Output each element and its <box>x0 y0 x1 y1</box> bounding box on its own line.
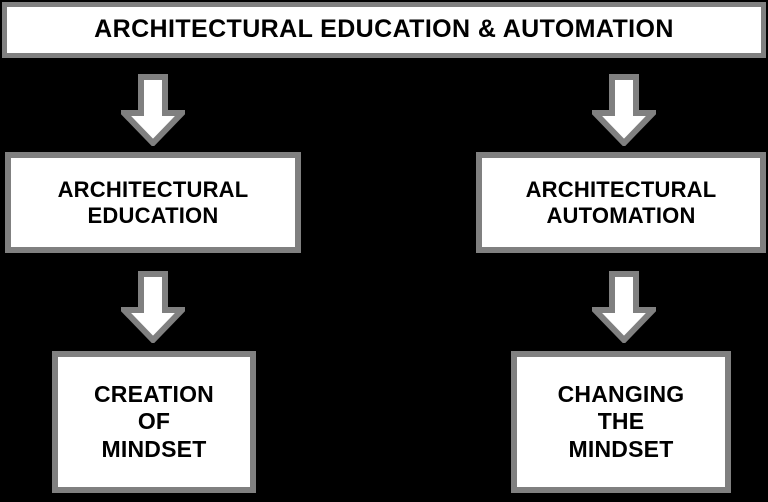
node-line-1: CREATION <box>93 381 214 408</box>
node-architectural-education-label: ARCHITECTURAL EDUCATION <box>11 177 295 229</box>
node-line-1: ARCHITECTURAL <box>525 176 717 202</box>
arrow-down-icon-automation-to-changing <box>587 271 661 345</box>
arrow-down-icon-root-to-education <box>116 74 190 148</box>
node-changing-the-mindset-label: CHANGING THE MINDSET <box>517 381 725 462</box>
node-line-2: EDUCATION <box>87 202 219 228</box>
diagram-title-box: ARCHITECTURAL EDUCATION & AUTOMATION <box>2 2 766 58</box>
arrow-down-icon-education-to-creation <box>116 271 190 345</box>
node-line-2: OF <box>137 408 171 435</box>
node-line-2: AUTOMATION <box>546 202 696 228</box>
node-creation-of-mindset: CREATION OF MINDSET <box>52 351 256 493</box>
node-line-1: ARCHITECTURAL <box>57 176 249 202</box>
arrow-down-icon-root-to-automation <box>587 74 661 148</box>
diagram-title-text: ARCHITECTURAL EDUCATION & AUTOMATION <box>94 15 674 44</box>
node-changing-the-mindset: CHANGING THE MINDSET <box>511 351 731 493</box>
node-line-1: CHANGING <box>557 381 685 408</box>
node-line-3: MINDSET <box>568 435 674 462</box>
node-line-3: MINDSET <box>101 435 207 462</box>
node-architectural-automation: ARCHITECTURAL AUTOMATION <box>476 152 766 253</box>
node-creation-of-mindset-label: CREATION OF MINDSET <box>58 381 250 462</box>
node-line-2: THE <box>597 408 645 435</box>
node-architectural-education: ARCHITECTURAL EDUCATION <box>5 152 301 253</box>
node-architectural-automation-label: ARCHITECTURAL AUTOMATION <box>482 177 760 229</box>
